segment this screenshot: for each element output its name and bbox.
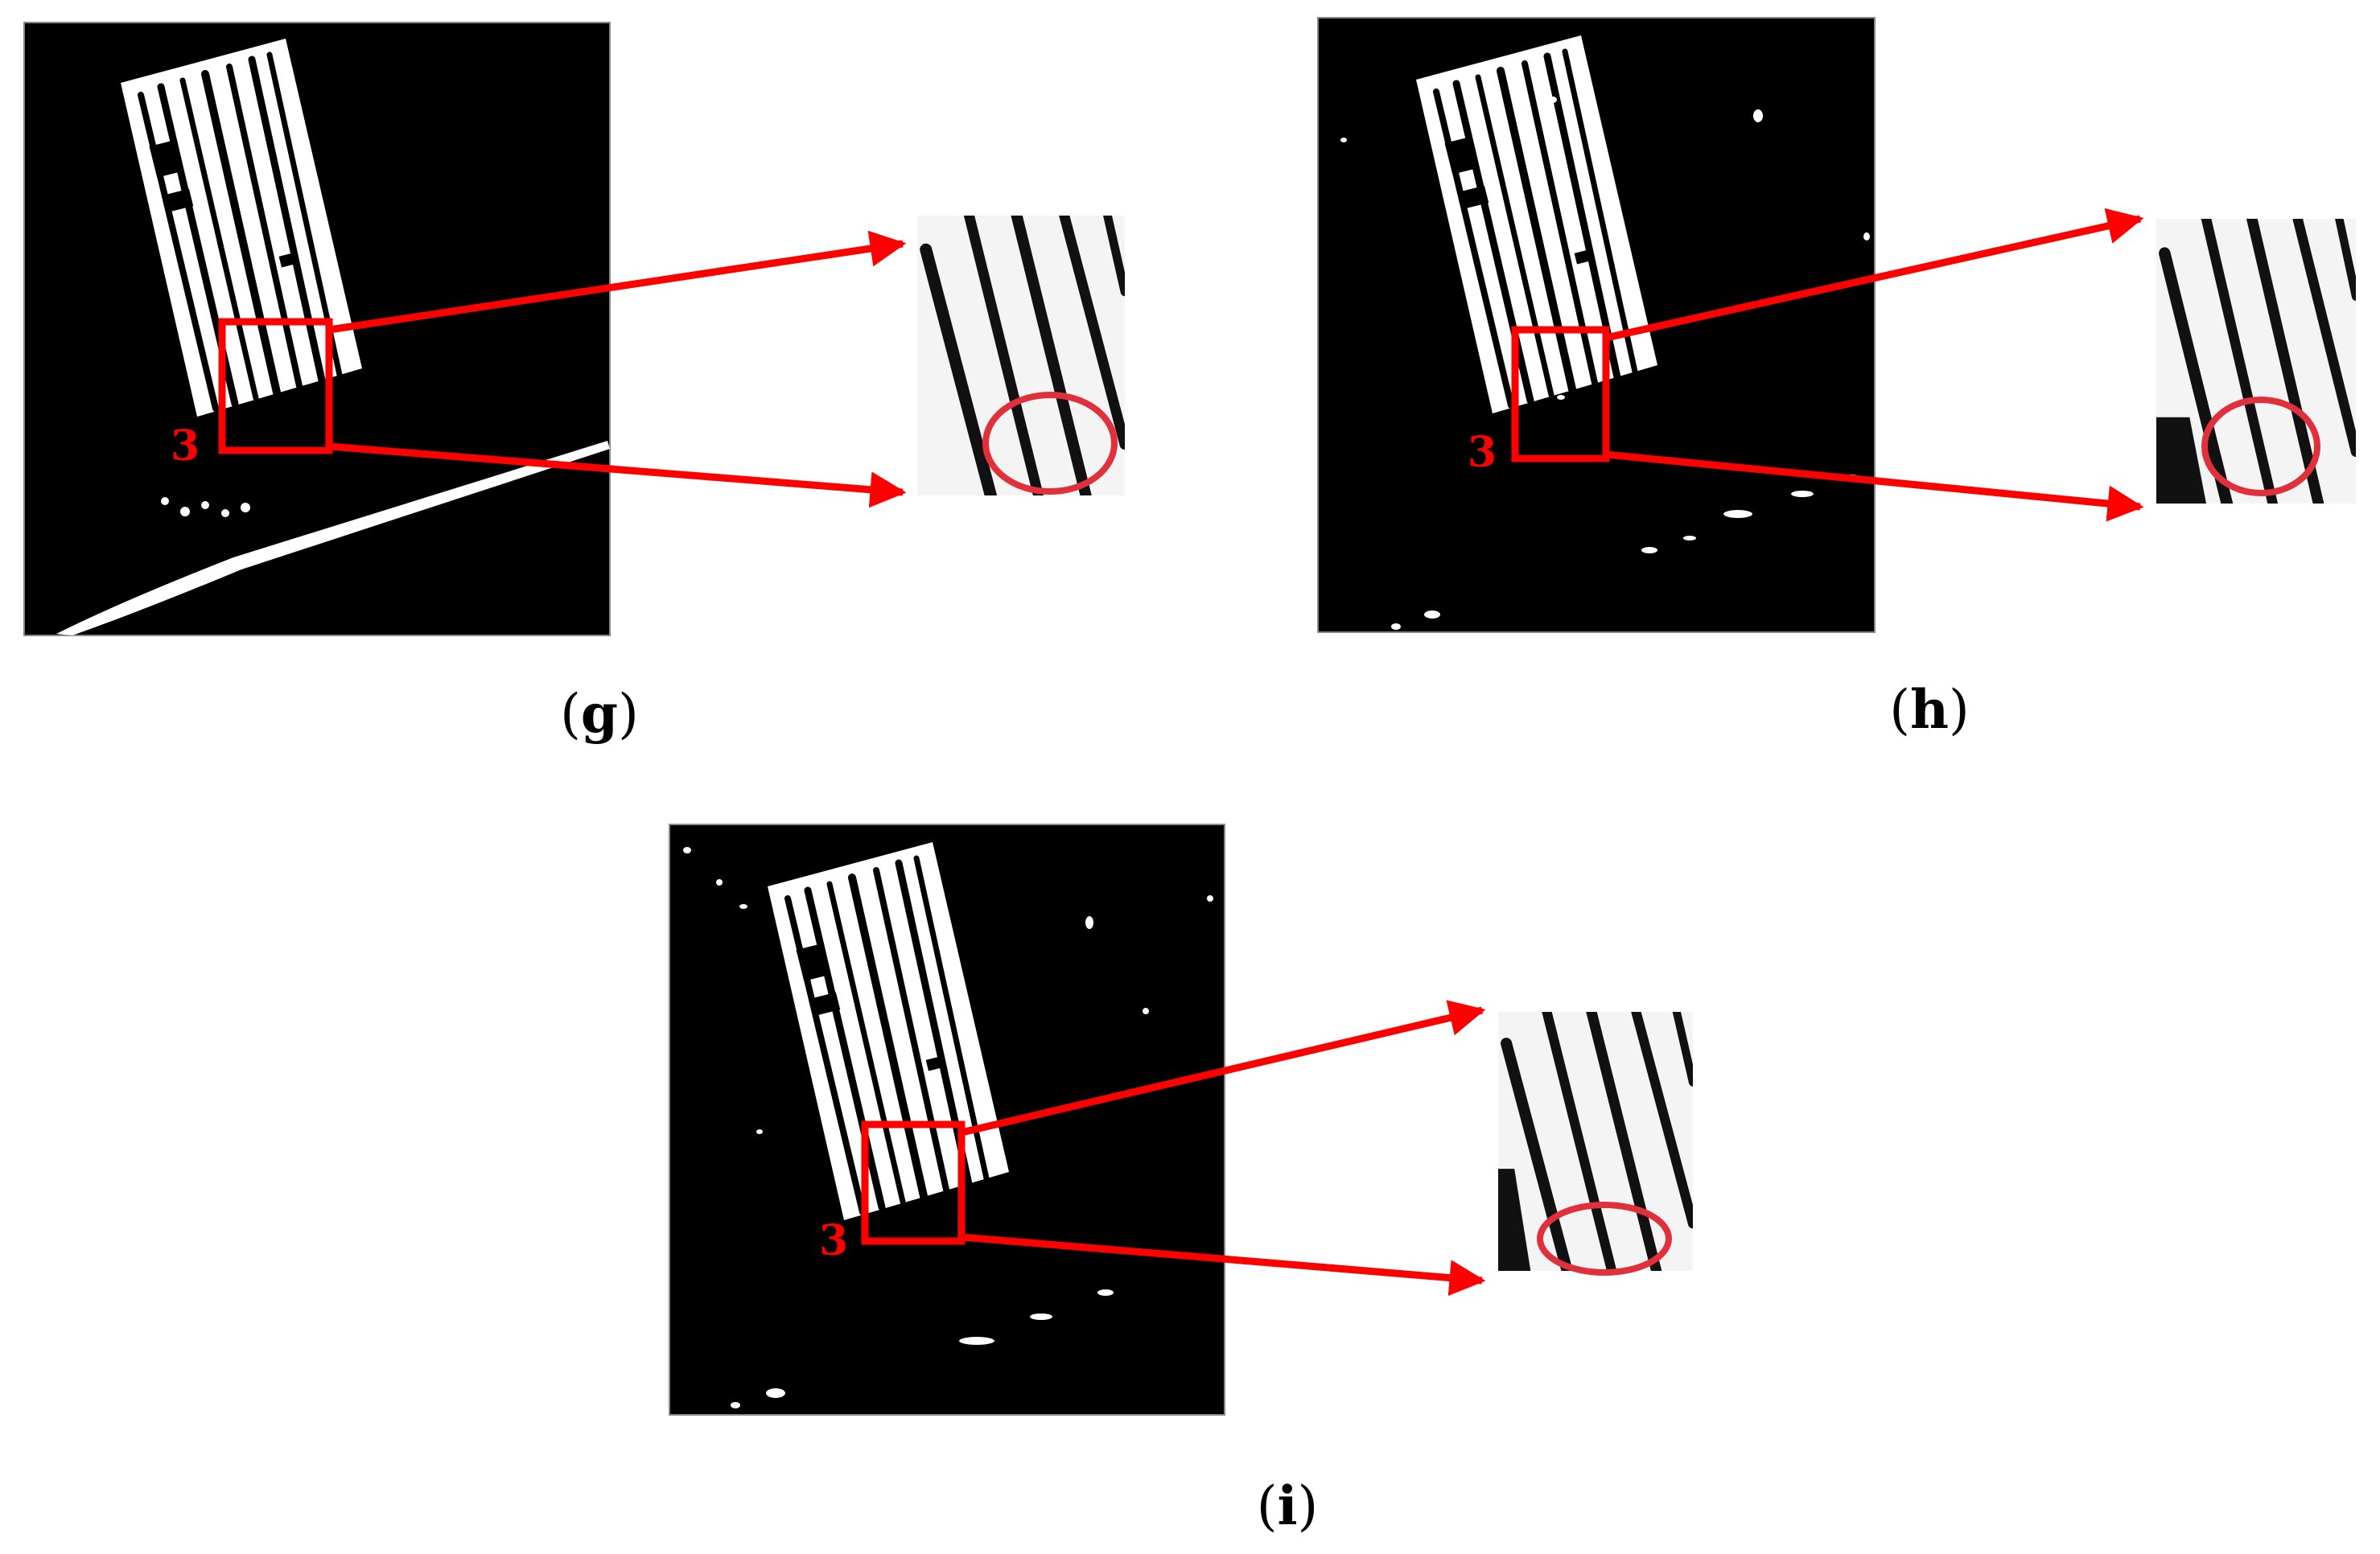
panel-h-highlight-circle [2201,397,2320,496]
panel-h-zoom-box [1511,326,1610,462]
panel-i-zoom-box [861,1120,966,1245]
panel-h-arrow-bottom [1605,450,2144,522]
panel-i-arrow-top [960,1000,1486,1137]
panel-g-caption: (g) [560,682,639,745]
panel-g-zoom-box [218,318,333,454]
panel-g-building [56,39,610,635]
panel-h-arrow-top [1605,208,2144,342]
panel-g-zoom-crop [917,216,1125,495]
panel-g-zoom-number: 3 [171,421,200,471]
panel-h-building [1340,35,1870,630]
panel-g: 3 (g) [23,22,1125,745]
panel-i-arrow-bottom [961,1233,1486,1297]
panel-i-zoom-number: 3 [819,1216,848,1265]
panel-i-building [683,842,1213,1408]
panel-g-arrow-top [328,230,907,334]
panel-i-caption: (i) [1257,1474,1319,1537]
panel-g-arrow-bottom [328,442,907,508]
panel-h-caption: (h) [1889,678,1970,741]
panel-g-highlight-circle [982,392,1118,495]
panel-i-zoom-crop [1498,1012,1693,1276]
panel-h-zoom-crop [2156,219,2356,504]
panel-h-zoom-number: 3 [1468,428,1497,477]
panel-i: 3 (i) [669,824,1693,1537]
panel-h: 3 (h) [1317,17,2356,741]
panel-i-highlight-circle [1537,1202,1672,1276]
